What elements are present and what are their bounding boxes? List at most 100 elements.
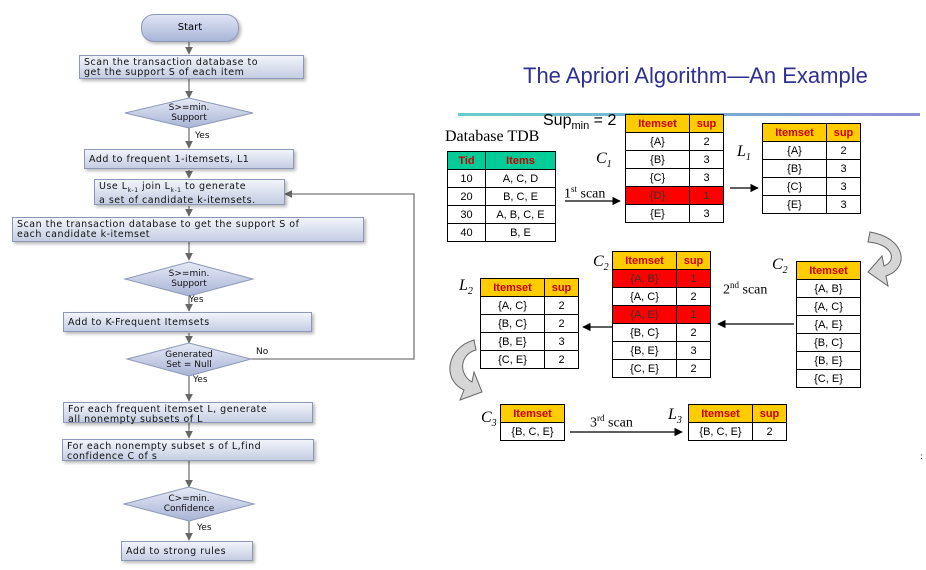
header-itemset: Itemset	[762, 123, 827, 142]
decision-null-line2: Set = Null	[166, 360, 212, 370]
cell-items: B, C, E	[485, 187, 556, 206]
table-row: {B, C, E}2	[688, 422, 787, 441]
scan-3-num: 3	[590, 415, 597, 431]
scan-candidates-line1: Scan the transaction database to get the…	[17, 219, 300, 230]
header-itemset: Itemset	[500, 404, 565, 423]
scan-2-num: 2	[723, 282, 730, 298]
header-sup: sup	[752, 404, 787, 423]
cell-sup: 2	[676, 287, 711, 306]
decision-support-2-line2: Support	[171, 279, 207, 289]
table-row-pruned: {A, B}1	[612, 269, 711, 288]
scan-1-sup: st	[571, 184, 578, 194]
generate-subsets-line1: For each frequent itemset L, generate	[68, 404, 268, 415]
cell-sup: 2	[689, 132, 724, 151]
header-itemset: Itemset	[480, 278, 545, 297]
table-row: {B, E}3	[480, 332, 579, 351]
table-row: {B, C}2	[612, 323, 711, 342]
label-l3: L3	[668, 406, 682, 426]
cell-itemset: {B}	[762, 159, 827, 178]
label-c2a-sub: 2	[782, 265, 788, 277]
generate-subsets-box: For each frequent itemset L, generate al…	[63, 402, 313, 425]
table-row: {C}3	[762, 177, 861, 196]
header-itemset: Itemset	[612, 251, 677, 270]
scan-1-word: scan	[577, 186, 606, 202]
cell-itemset: {A, E}	[612, 305, 677, 324]
label-l1-sub: 1	[745, 152, 751, 164]
cell-sup: 1	[676, 269, 711, 288]
scan-3-sup: rd	[597, 413, 605, 423]
slide-title: The Apriori Algorithm—An Example	[523, 63, 868, 88]
decision-null-line1: Generated	[165, 350, 213, 360]
label-c1-sub: 1	[606, 159, 612, 171]
cell-itemset: {C, E}	[480, 350, 545, 369]
label-l3-sub: 3	[676, 415, 682, 427]
cell-itemset: {B, C}	[480, 314, 545, 333]
k-frequent-itemsets-box: Add to K-Frequent Itemsets	[63, 312, 312, 332]
c3-table: Itemset {B, C, E}	[500, 404, 565, 441]
table-row: {A}2	[762, 141, 861, 160]
label-l1: L1	[737, 143, 751, 163]
sup-min-base: Sup	[543, 112, 572, 129]
cell-sup: 3	[826, 177, 861, 196]
no-label: No	[256, 347, 269, 357]
confidence-line2: confidence C of s	[67, 451, 158, 462]
decision-support-1-text: S>=min. Support	[140, 103, 238, 123]
header-itemset: Itemset	[688, 404, 753, 423]
label-l1-letter: L	[737, 143, 746, 160]
label-c2b-letter: C	[593, 253, 604, 270]
header-tid: Tid	[447, 151, 486, 170]
decision-support-1-line1: S>=min.	[168, 103, 210, 113]
cell-itemset: {B}	[625, 150, 690, 169]
join-candidates-line1: Use Lk-1 join Lk-1 to generate	[99, 182, 280, 196]
scan-support-line2: get the support S of each item	[84, 67, 245, 78]
label-c3: C3	[481, 409, 497, 429]
start-node: Start	[141, 14, 239, 42]
confidence-box: For each nonempty subset s of L,find con…	[62, 439, 314, 462]
cell-sup: 2	[676, 323, 711, 342]
scan-1-num: 1	[564, 186, 571, 202]
table-row: {E}3	[625, 204, 724, 223]
label-c2b-sub: 2	[603, 262, 609, 274]
table-row: {A, C}2	[480, 296, 579, 315]
cell-itemset: {E}	[762, 195, 827, 214]
table-row: {B, C}	[796, 333, 861, 352]
scan-candidates-line2: each candidate k-itemset	[17, 229, 151, 240]
scan-1-label: 1st scan	[564, 184, 605, 203]
table-row: {A, C}	[796, 297, 861, 316]
table-row: {B, E}3	[612, 341, 711, 360]
cell-sup: 3	[689, 150, 724, 169]
decision-confidence	[122, 486, 256, 522]
label-c2-support: C2	[593, 253, 609, 273]
cell-sup: 3	[689, 204, 724, 223]
header-itemset: Itemset	[625, 114, 690, 133]
label-c2a-letter: C	[772, 256, 783, 273]
strong-rules-box: Add to strong rules	[121, 541, 253, 561]
yes-label-2: Yes	[189, 295, 204, 305]
scan-2-sup: nd	[730, 280, 739, 290]
label-l2: L2	[459, 277, 473, 297]
header-sup: sup	[689, 114, 724, 133]
label-c1: C1	[596, 150, 612, 170]
label-l2-letter: L	[459, 277, 468, 294]
cell-itemset: {B, E}	[480, 332, 545, 351]
cell-itemset: {A}	[625, 132, 690, 151]
sup-min-value: = 2	[589, 112, 617, 129]
table-header: Itemset	[500, 404, 565, 423]
table-row: {C, E}2	[612, 359, 711, 378]
cell-itemset: {C}	[762, 177, 827, 196]
yes-label-4: Yes	[197, 523, 212, 533]
join-sub-b: k-1	[170, 186, 182, 194]
table-row: {C, E}	[796, 369, 861, 388]
decision-support-1	[124, 97, 254, 129]
cell-itemset: {A, C}	[480, 296, 545, 315]
cell-itemset: {B, C}	[612, 323, 677, 342]
label-c3-sub: 3	[491, 418, 497, 430]
side-mark: :	[920, 452, 924, 462]
table-row: {A, B}	[796, 279, 861, 298]
sup-min: Supmin = 2	[543, 112, 616, 132]
